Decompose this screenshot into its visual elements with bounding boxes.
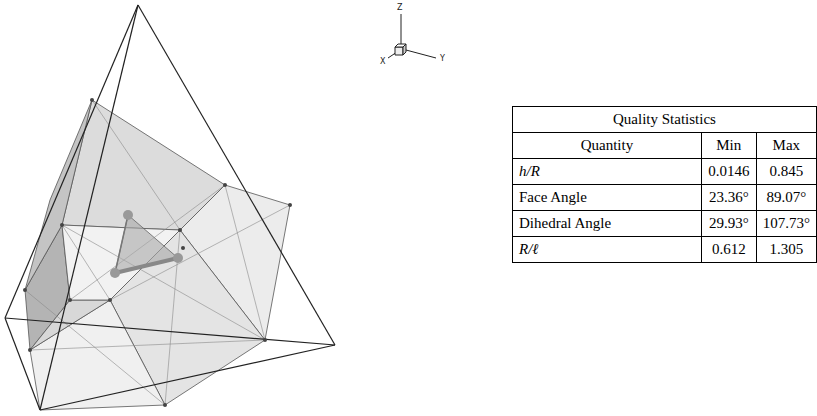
- table-cell: R/ℓ: [519, 241, 539, 257]
- quality-table: Quality StatisticsQuantity Min Max h/R 0.014…: [512, 106, 817, 263]
- table-cell: 0.612: [712, 241, 746, 257]
- axis-label: Z: [397, 4, 402, 12]
- table-cell: Quantity: [581, 137, 634, 153]
- axis-label: X: [380, 58, 385, 66]
- table-cell: 89.07°: [766, 189, 806, 205]
- table-cell: 0.845: [769, 163, 803, 179]
- table-cell: Face Angle: [519, 189, 587, 205]
- table-cell: h/R: [519, 163, 540, 179]
- table-cell: 0.0146: [708, 163, 749, 179]
- table-cell: Quality Statistics: [613, 111, 716, 127]
- table-cell: 1.305: [769, 241, 803, 257]
- table-cell: 29.93°: [709, 215, 749, 231]
- table-cell: Min: [716, 137, 741, 153]
- table-cell: Dihedral Angle: [519, 215, 611, 231]
- axis-label: Y: [440, 55, 445, 63]
- table-cell: 107.73°: [763, 215, 810, 231]
- table-cell: Max: [773, 137, 801, 153]
- table-cell: 23.36°: [709, 189, 749, 205]
- axis-triad: [388, 14, 436, 58]
